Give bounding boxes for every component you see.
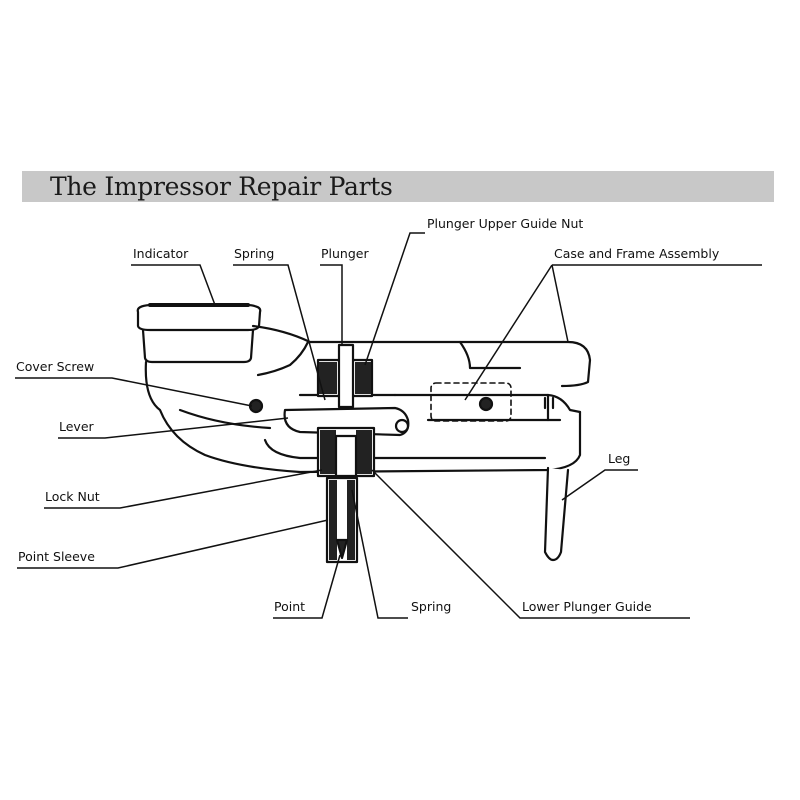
label-cover-screw: Cover Screw	[16, 359, 94, 374]
frame-screw-outline	[430, 382, 512, 422]
label-spring-bottom: Spring	[411, 599, 451, 614]
indicator-drawing	[136, 303, 262, 364]
label-point-sleeve: Point Sleeve	[18, 549, 95, 564]
label-leg: Leg	[608, 451, 630, 466]
label-lever: Lever	[59, 419, 95, 434]
label-point: Point	[274, 599, 305, 614]
label-plunger: Plunger	[321, 246, 369, 261]
leg-drawing	[543, 466, 570, 562]
frame-screw-drawing	[478, 396, 494, 412]
label-lower-plunger-guide: Lower Plunger Guide	[522, 599, 652, 614]
label-lock-nut: Lock Nut	[45, 489, 100, 504]
page-title: The Impressor Repair Parts	[50, 172, 393, 201]
title-bar: The Impressor Repair Parts	[22, 171, 774, 202]
label-spring-top: Spring	[234, 246, 274, 261]
label-plunger-upper-guide-nut: Plunger Upper Guide Nut	[427, 216, 583, 231]
plunger-assembly-drawing	[283, 343, 410, 564]
case-body-drawing	[144, 324, 592, 474]
label-indicator: Indicator	[133, 246, 189, 261]
label-case-and-frame-assembly: Case and Frame Assembly	[554, 246, 720, 261]
